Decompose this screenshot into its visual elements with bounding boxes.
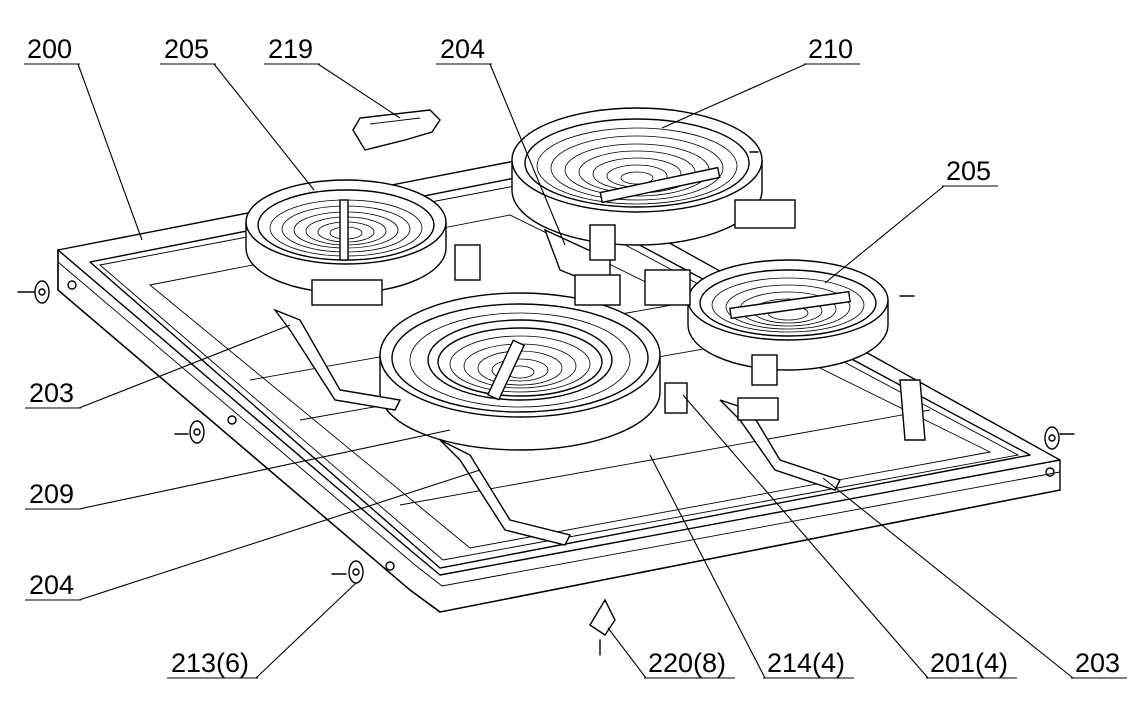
callout-label-201: 201(4) xyxy=(930,648,1008,678)
heater-element-top-large xyxy=(511,107,796,292)
callout-219: 219 xyxy=(264,34,401,119)
callout-203-right: 203 xyxy=(822,477,1127,679)
callout-label-205-right: 205 xyxy=(946,156,991,186)
callout-label-213: 213(6) xyxy=(171,648,249,678)
callout-label-203-right: 203 xyxy=(1075,648,1120,678)
callout-213: 213(6) xyxy=(167,582,357,679)
callout-203-left: 203 xyxy=(25,324,291,409)
callout-209: 209 xyxy=(25,429,451,510)
callout-205-left: 205 xyxy=(160,34,315,191)
callout-label-204-bottom: 204 xyxy=(29,570,74,600)
heater-element-front-dual xyxy=(379,292,661,451)
screws-and-washers xyxy=(17,151,1075,584)
callout-200: 200 xyxy=(24,34,143,241)
cover-part-219 xyxy=(352,109,441,151)
callout-220: 220(8) xyxy=(607,627,735,679)
callout-label-209: 209 xyxy=(29,479,74,509)
callout-210: 210 xyxy=(661,34,860,129)
heater-element-right xyxy=(687,259,889,371)
callout-label-210: 210 xyxy=(808,34,853,64)
callout-201: 201(4) xyxy=(682,394,1017,679)
terminal-blocks xyxy=(454,224,779,421)
callout-214: 214(4) xyxy=(649,454,854,679)
support-brackets xyxy=(272,308,926,546)
callout-label-220: 220(8) xyxy=(648,648,726,678)
callout-205-right: 205 xyxy=(824,156,998,284)
callout-label-204-top: 204 xyxy=(440,34,485,64)
callout-label-200: 200 xyxy=(27,34,72,64)
callout-label-219: 219 xyxy=(268,34,313,64)
heater-element-left xyxy=(245,179,447,306)
callout-label-205-left: 205 xyxy=(164,34,209,64)
callout-204-bottom: 204 xyxy=(25,469,481,601)
callout-label-214: 214(4) xyxy=(767,648,845,678)
callout-label-203-left: 203 xyxy=(29,378,74,408)
callout-204-top: 204 xyxy=(436,34,566,246)
clip-220 xyxy=(589,598,616,656)
